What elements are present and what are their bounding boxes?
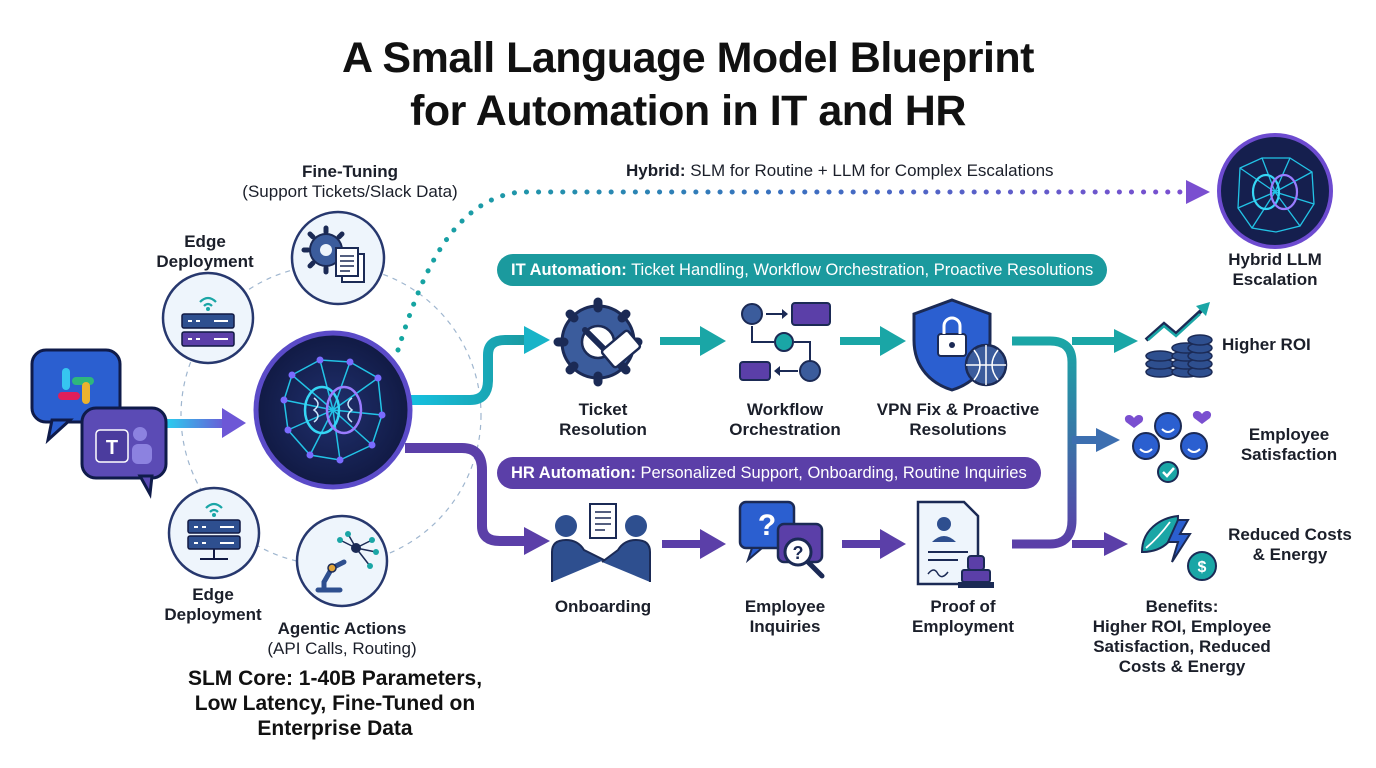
it-step-vpn-fix-label: VPN Fix & Proactive Resolutions	[866, 400, 1050, 440]
hr-step-arrows	[662, 529, 906, 559]
hr-step-2-line-1: Employee	[744, 597, 826, 616]
it-step-3-line-2: Resolutions	[909, 420, 1007, 439]
hybrid-llm-label: Hybrid LLM Escalation	[1200, 250, 1350, 290]
it-step-workflow-orchestration-label: Workflow Orchestration	[705, 400, 865, 440]
slm-core-caption-line-1: SLM Core: 1-40B Parameters,	[187, 667, 483, 690]
proof-of-employment-icon	[916, 500, 994, 588]
it-step-2-line-2: Orchestration	[729, 420, 841, 439]
server-icon	[181, 296, 235, 347]
hr-step-proof-of-employment-label: Proof of Employment	[888, 597, 1038, 637]
slm-core-node	[253, 330, 413, 490]
agentic-actions-label: Agentic Actions (API Calls, Routing)	[262, 619, 422, 659]
roi-chart-icon	[1144, 302, 1213, 378]
hybrid-arrow-head	[1186, 180, 1210, 204]
fine-tuning-node	[290, 210, 386, 306]
input-arrow	[165, 408, 246, 438]
svg-text:?: ?	[758, 509, 776, 542]
benefits-line-4: Costs & Energy	[1118, 657, 1246, 676]
vpn-shield-icon	[912, 298, 1008, 392]
edge-deployment-top-label: Edge Deployment	[150, 232, 260, 272]
documents-icon	[335, 247, 365, 283]
svg-text:T: T	[106, 437, 118, 459]
slm-core-caption-line-3: Enterprise Data	[257, 717, 413, 740]
hybrid-escalation-path	[395, 180, 1210, 353]
page-title-line-2: for Automation in IT and HR	[410, 87, 966, 135]
hr-banner-text: Personalized Support, Onboarding, Routin…	[635, 464, 1027, 482]
it-step-1-line-1: Ticket	[578, 400, 628, 419]
fine-tuning-label: Fine-Tuning (Support Tickets/Slack Data)	[230, 162, 470, 202]
slack-chat-icon	[30, 348, 122, 445]
it-banner-text: Ticket Handling, Workflow Orchestration,…	[626, 261, 1094, 279]
svg-text:$: $	[1198, 559, 1207, 576]
hr-step-employee-inquiries-label: Employee Inquiries	[705, 597, 865, 637]
happy-faces-icon	[1124, 411, 1212, 483]
hybrid-llm-node	[1217, 133, 1333, 249]
it-step-3-line-1: VPN Fix & Proactive	[876, 400, 1040, 419]
outcome-higher-roi-label: Higher ROI	[1222, 335, 1362, 355]
agentic-actions-node	[295, 514, 389, 608]
hr-lane-connector	[405, 443, 550, 555]
hybrid-llm-label-line-1: Hybrid LLM	[1228, 250, 1322, 269]
slm-core-caption: SLM Core: 1-40B Parameters, Low Latency,…	[170, 666, 500, 741]
edge-deployment-top-node	[161, 271, 255, 365]
slm-core-caption-line-2: Low Latency, Fine-Tuned on	[194, 692, 476, 715]
onboarding-handshake-icon	[551, 503, 651, 582]
hr-step-onboarding-label: Onboarding	[533, 597, 673, 617]
it-step-arrows	[660, 326, 906, 356]
hr-step-3-line-1: Proof of	[930, 597, 996, 616]
robot-arm-icon	[315, 531, 379, 593]
stamp-icon	[958, 555, 994, 588]
page-title-line-1: A Small Language Model Blueprint	[342, 34, 1034, 82]
benefits-line-1: Benefits:	[1145, 597, 1219, 616]
outcome-2-line-2: Satisfaction	[1240, 445, 1338, 464]
hybrid-llm-label-line-2: Escalation	[1232, 270, 1318, 289]
it-step-ticket-resolution-label: Ticket Resolution	[533, 400, 673, 440]
edge-deployment-bottom-label: Edge Deployment	[158, 585, 268, 625]
edge-bottom-label-line-2: Deployment	[164, 605, 262, 624]
hr-automation-banner: HR Automation: Personalized Support, Onb…	[497, 457, 1041, 489]
edge-top-label-line-2: Deployment	[156, 252, 254, 271]
brain-icon	[303, 385, 363, 435]
teams-chat-icon: T	[80, 406, 168, 499]
benefits-line-3: Satisfaction, Reduced	[1093, 637, 1271, 656]
benefits-line-2: Higher ROI, Employee	[1092, 617, 1272, 636]
core-orbit-ring	[180, 264, 482, 566]
edge-bottom-label-line-1: Edge	[192, 585, 234, 604]
globe-icon	[964, 343, 1008, 387]
outcome-merge-connectors	[1012, 329, 1138, 556]
fine-tuning-label-line-1: Fine-Tuning	[302, 162, 398, 181]
hr-step-1-line-1: Onboarding	[554, 597, 652, 616]
hr-step-2-line-2: Inquiries	[749, 617, 821, 636]
hybrid-route-label: Hybrid: SLM for Routine + LLM for Comple…	[626, 161, 1096, 181]
fine-tuning-label-line-2: (Support Tickets/Slack Data)	[242, 182, 458, 201]
edge-top-label-line-1: Edge	[184, 232, 226, 251]
hr-banner-prefix: HR Automation:	[511, 464, 636, 482]
energy-savings-icon: $	[1140, 514, 1217, 581]
edge-deployment-bottom-node	[167, 486, 261, 580]
hybrid-text: SLM for Routine + LLM for Complex Escala…	[685, 161, 1054, 180]
outcome-3-line-1: Reduced Costs	[1228, 525, 1352, 544]
outcome-2-line-1: Employee	[1248, 425, 1330, 444]
agentic-label-line-2: (API Calls, Routing)	[267, 639, 417, 658]
outcome-1-line-1: Higher ROI	[1222, 335, 1311, 354]
it-step-2-line-1: Workflow	[746, 400, 824, 419]
it-automation-banner: IT Automation: Ticket Handling, Workflow…	[497, 254, 1108, 286]
ticket-resolution-icon	[553, 297, 643, 387]
it-banner-prefix: IT Automation:	[511, 261, 627, 279]
it-step-1-line-2: Resolution	[559, 420, 647, 439]
benefits-summary: Benefits: Higher ROI, Employee Satisfact…	[1082, 597, 1282, 677]
employee-inquiries-icon: ? ?	[738, 500, 825, 579]
hybrid-prefix: Hybrid:	[626, 161, 686, 180]
outcome-reduced-costs-label: Reduced Costs & Energy	[1220, 525, 1360, 565]
hr-step-3-line-2: Employment	[911, 617, 1015, 636]
it-lane-connector	[410, 326, 550, 405]
svg-text:?: ?	[793, 543, 804, 563]
outcome-employee-satisfaction-label: Employee Satisfaction	[1214, 425, 1364, 465]
server-icon	[187, 502, 241, 560]
agentic-label-line-1: Agentic Actions	[277, 619, 407, 638]
outcome-3-line-2: & Energy	[1252, 545, 1328, 564]
workflow-orchestration-icon	[739, 302, 831, 382]
